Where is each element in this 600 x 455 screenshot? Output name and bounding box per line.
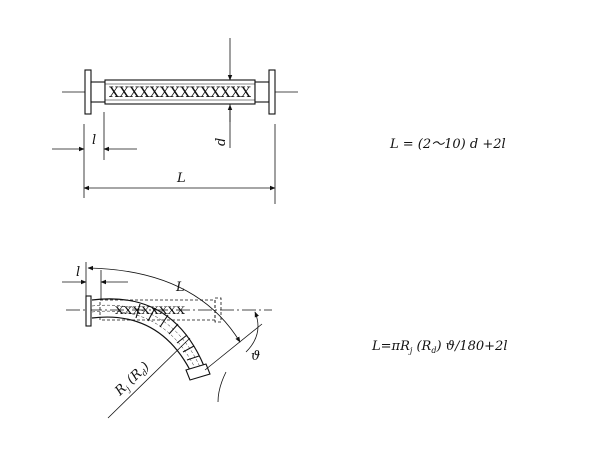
angle-line	[204, 323, 263, 371]
bent-label-l: l	[76, 265, 80, 280]
straight-hose-drawing	[52, 38, 298, 204]
straight-label-L: L	[176, 171, 186, 186]
straight-label-d: d	[214, 138, 229, 146]
left-fitting	[90, 81, 106, 103]
bent-hose-pattern: XXXXXXXX	[115, 306, 186, 317]
bent-left-flange	[85, 295, 92, 327]
radius-line	[107, 337, 191, 419]
bent-label-theta: ϑ	[251, 349, 260, 364]
bent-hose-drawing	[62, 262, 272, 419]
bent-end-fitting	[185, 363, 211, 381]
left-flange	[84, 69, 92, 115]
L-arc-dimension	[87, 265, 241, 343]
straight-label-l: l	[92, 133, 96, 148]
right-flange	[268, 69, 276, 115]
right-fitting	[254, 81, 270, 103]
straight-formula: L = (2～10) d +2l	[389, 137, 506, 152]
theta-arc	[245, 311, 259, 353]
bent-formula: L=πRj (Rd) ϑ/180+2l	[371, 339, 507, 355]
bent-label-L: L	[175, 280, 185, 295]
straight-hose-pattern: XXXXXXXXXXXXXX	[109, 85, 251, 101]
